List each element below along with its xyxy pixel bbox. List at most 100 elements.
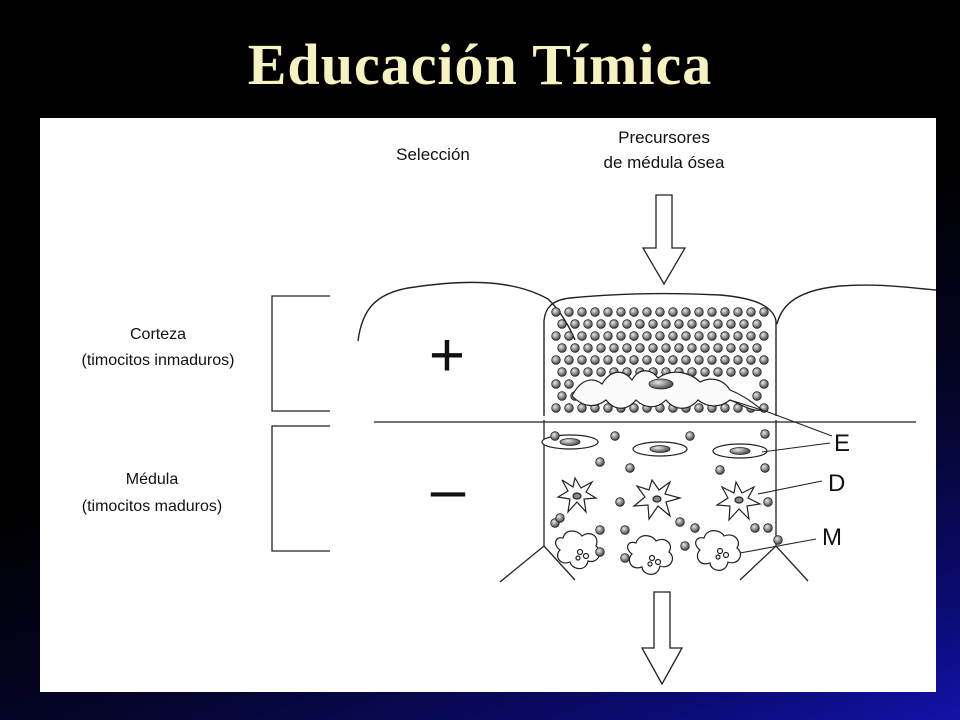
thymocyte <box>715 465 725 475</box>
thymocyte <box>595 547 605 557</box>
thymocyte <box>642 355 652 365</box>
medullary-thymocytes <box>550 429 783 563</box>
thymocyte <box>759 331 769 341</box>
thymocyte <box>603 331 613 341</box>
left-septum-lines <box>499 545 576 583</box>
precursors-label-line1: Precursores <box>618 128 710 147</box>
thymocyte <box>681 307 691 317</box>
cortex-bracket <box>271 295 330 412</box>
thymocyte <box>752 391 762 401</box>
thymocyte <box>681 331 691 341</box>
incoming-arrow <box>641 194 687 286</box>
thymocyte <box>763 523 773 533</box>
thymocyte <box>687 319 697 329</box>
thymocyte <box>557 319 567 329</box>
thymocyte <box>609 319 619 329</box>
thymocyte <box>752 319 762 329</box>
thymocyte <box>629 331 639 341</box>
thymocyte <box>595 457 605 467</box>
thymocyte <box>726 343 736 353</box>
thymocyte <box>564 307 574 317</box>
thymocyte <box>707 307 717 317</box>
thymocyte <box>570 319 580 329</box>
thymocyte <box>595 525 605 535</box>
thymocyte <box>577 307 587 317</box>
thymocyte <box>739 319 749 329</box>
thymocyte <box>655 331 665 341</box>
positive-selection-sign: + <box>429 321 465 390</box>
thymocyte <box>720 307 730 317</box>
thymocyte <box>551 331 561 341</box>
thymocyte <box>577 355 587 365</box>
thymocyte <box>694 355 704 365</box>
thymocyte <box>720 355 730 365</box>
thymocyte <box>615 497 625 507</box>
thymocyte <box>685 431 695 441</box>
slide-title: Educación Tímica <box>247 32 713 97</box>
thymocyte <box>655 307 665 317</box>
thymocyte <box>590 307 600 317</box>
thymocyte <box>616 307 626 317</box>
thymocyte <box>707 331 717 341</box>
callout-d-dendritic: D <box>828 470 845 497</box>
thymocyte <box>603 355 613 365</box>
medullary-epithelial-cells <box>541 434 768 459</box>
thymocyte <box>675 517 685 527</box>
thymocyte <box>564 403 574 413</box>
thymocyte <box>690 523 700 533</box>
thymocyte <box>564 331 574 341</box>
thymocyte <box>739 367 749 377</box>
thymocyte <box>622 343 632 353</box>
thymocyte <box>635 319 645 329</box>
thymocyte <box>726 319 736 329</box>
thymocyte <box>625 463 635 473</box>
medulla-label-line2: (timocitos maduros) <box>82 498 222 515</box>
callout-e-epithelial: E <box>834 430 850 457</box>
center-lobule-outline <box>543 292 777 416</box>
thymocyte <box>655 355 665 365</box>
thymocyte <box>661 343 671 353</box>
thymocyte <box>616 355 626 365</box>
thymocyte <box>746 331 756 341</box>
thymocyte <box>642 307 652 317</box>
cortex-label-line2: (timocitos inmaduros) <box>82 352 235 369</box>
callout-m-macrophage: M <box>822 524 842 551</box>
thymocyte <box>739 343 749 353</box>
thymocyte <box>707 355 717 365</box>
thymocyte <box>564 355 574 365</box>
thymocyte <box>557 367 567 377</box>
cortical-thymocytes <box>551 307 769 413</box>
thymocyte <box>583 367 593 377</box>
thymocyte <box>577 331 587 341</box>
thymocyte <box>694 307 704 317</box>
thymocyte <box>694 331 704 341</box>
thymocyte <box>713 319 723 329</box>
epithelial-nucleus <box>648 378 674 390</box>
thymocyte <box>603 403 613 413</box>
thymocyte <box>583 343 593 353</box>
thymocyte <box>726 367 736 377</box>
thymocyte <box>551 403 561 413</box>
medulla-label-line1: Médula <box>126 471 179 488</box>
medulla-bracket <box>271 425 330 552</box>
thymocyte <box>570 367 580 377</box>
thymocyte <box>557 391 567 401</box>
thymocyte <box>746 307 756 317</box>
thymocyte <box>760 463 770 473</box>
thymocyte <box>759 355 769 365</box>
thymocyte <box>733 307 743 317</box>
thymocyte <box>596 343 606 353</box>
thymocyte <box>773 535 783 545</box>
thymocyte <box>746 355 756 365</box>
thymocyte <box>668 331 678 341</box>
thymocyte <box>713 343 723 353</box>
thymocyte <box>570 343 580 353</box>
thymocyte <box>590 331 600 341</box>
thymocyte <box>668 355 678 365</box>
thymus-diagram: Selección Precursores de médula ósea Cor… <box>40 118 936 692</box>
thymocyte <box>622 319 632 329</box>
thymocyte <box>733 331 743 341</box>
thymocyte <box>694 403 704 413</box>
negative-selection-sign: – <box>431 455 466 524</box>
thymocyte <box>596 367 606 377</box>
